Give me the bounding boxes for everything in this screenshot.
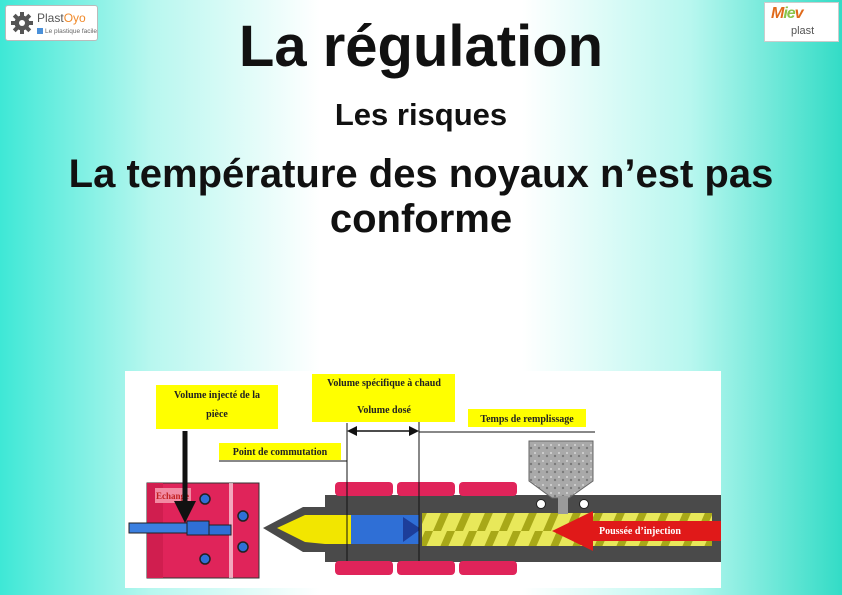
- volume-dose-label: Volume dosé: [357, 405, 411, 416]
- mievplast-sub: plast: [791, 25, 815, 37]
- temps-remplissage-label: Temps de remplissage: [480, 414, 574, 425]
- point-commutation-label: Point de commutation: [233, 447, 328, 458]
- volume-injecte-label-1: Volume injecté de la: [174, 390, 260, 401]
- plastoyo-tagline: Le plastique facile: [37, 28, 97, 35]
- volume-specifique-box: [312, 374, 455, 422]
- poussee-arrow: Poussée d’injection: [552, 511, 721, 551]
- hopper: [528, 440, 594, 514]
- mievplast-logo: Miev plast: [764, 2, 839, 42]
- echange-label: Echange: [156, 491, 189, 501]
- poussee-injection-label: Poussée d’injection: [599, 526, 681, 537]
- plastoyo-logo: PlastOyo Le plastique facile: [5, 5, 98, 41]
- volume-injecte-label-2: pièce: [206, 409, 228, 420]
- checkbox-icon: [37, 28, 43, 34]
- mould: Echange: [128, 482, 260, 579]
- injection-unit-diagram: Echange: [125, 371, 721, 588]
- volume-injecte-box: [156, 385, 278, 429]
- point-commutation-box: [219, 443, 341, 460]
- volume-specifique-label: Volume spécifique à chaud: [327, 378, 441, 389]
- heater-bands: [335, 482, 517, 575]
- page-subtitle: Les risques: [334, 97, 508, 132]
- page-headline: La température des noyaux n’est pas conf…: [68, 152, 774, 241]
- page-title: La régulation: [238, 14, 604, 79]
- mievplast-mark: Miev: [771, 5, 804, 22]
- gear-icon: [11, 12, 33, 34]
- temps-remplissage-box: [468, 409, 586, 427]
- plastoyo-wordmark: PlastOyo: [37, 11, 86, 25]
